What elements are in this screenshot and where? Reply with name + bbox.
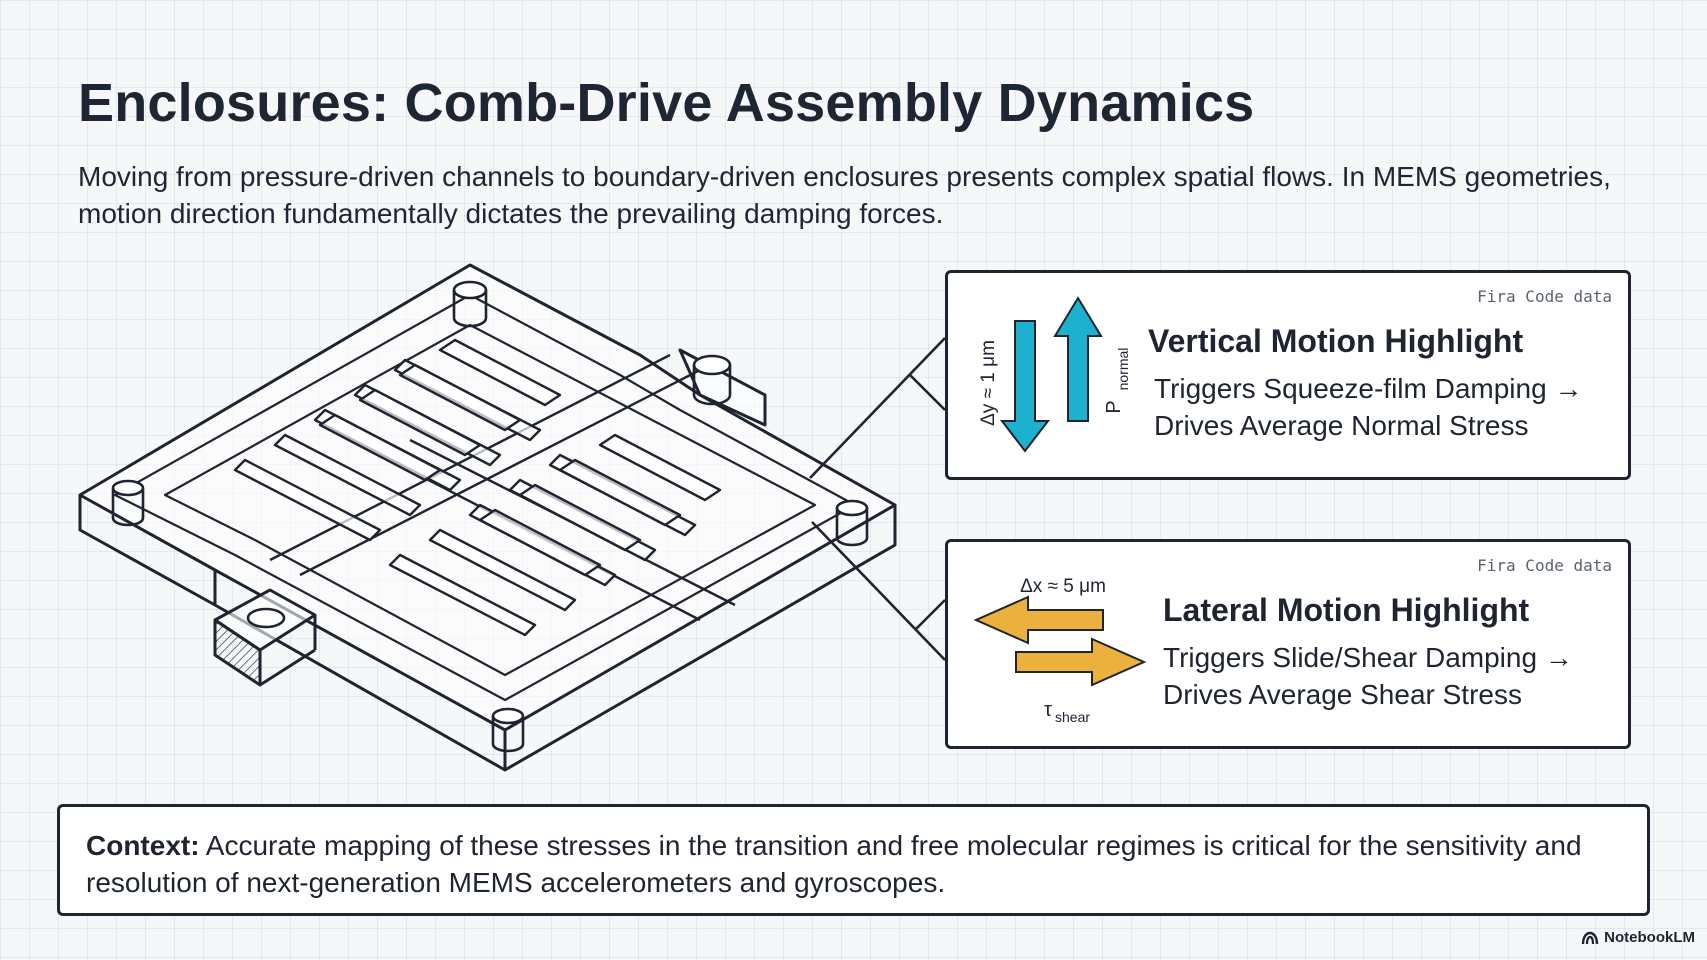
normal-stress-subscript: normal: [1115, 348, 1131, 391]
notebooklm-logo-icon: [1581, 931, 1599, 944]
page-subtitle: Moving from pressure-driven channels to …: [78, 161, 1611, 229]
context-text: Accurate mapping of these stresses in th…: [86, 830, 1582, 898]
card-title: Lateral Motion Highlight: [1163, 592, 1530, 628]
card-title: Vertical Motion Highlight: [1148, 323, 1524, 359]
page-title: Enclosures: Comb-Drive Assembly Dynamics: [78, 73, 1255, 133]
card-line-2: Drives Average Normal Stress: [1154, 410, 1529, 441]
normal-stress-symbol: P: [1103, 400, 1125, 413]
context-box: Context: Accurate mapping of these stres…: [57, 804, 1650, 916]
shear-stress-subscript: shear: [1055, 709, 1090, 725]
shear-stress-symbol: τ: [1044, 699, 1052, 721]
vertical-motion-card: Fira Code data Δy ≈ 1 μm P normal Vertic…: [945, 270, 1631, 480]
context-label: Context:: [86, 830, 200, 861]
vertical-displacement-label: Δy ≈ 1 μm: [978, 340, 999, 426]
footer-brand-text: NotebookLM: [1604, 929, 1695, 946]
lateral-displacement-label: Δx ≈ 5 μm: [1020, 576, 1106, 597]
card-line-1: Triggers Slide/Shear Damping →: [1163, 642, 1573, 673]
lateral-arrows-icon: Δx ≈ 5 μm τ shear: [973, 576, 1147, 725]
card-line-1: Triggers Squeeze-film Damping →: [1154, 373, 1583, 404]
anchor-posts: [111, 280, 869, 753]
frame-outline: [78, 263, 897, 772]
card-tag: Fira Code data: [1477, 556, 1612, 575]
footer-brand: NotebookLM: [1581, 929, 1695, 946]
vertical-arrows-icon: Δy ≈ 1 μm P normal: [978, 296, 1131, 453]
callout-leader-lines: [809, 337, 946, 661]
card-line-2: Drives Average Shear Stress: [1163, 679, 1522, 710]
comb-fingers-lower: [388, 433, 722, 637]
lateral-motion-card: Fira Code data Δx ≈ 5 μm τ shear Lateral…: [945, 539, 1631, 749]
comb-fingers-upper: [233, 338, 562, 542]
card-tag: Fira Code data: [1477, 287, 1612, 306]
